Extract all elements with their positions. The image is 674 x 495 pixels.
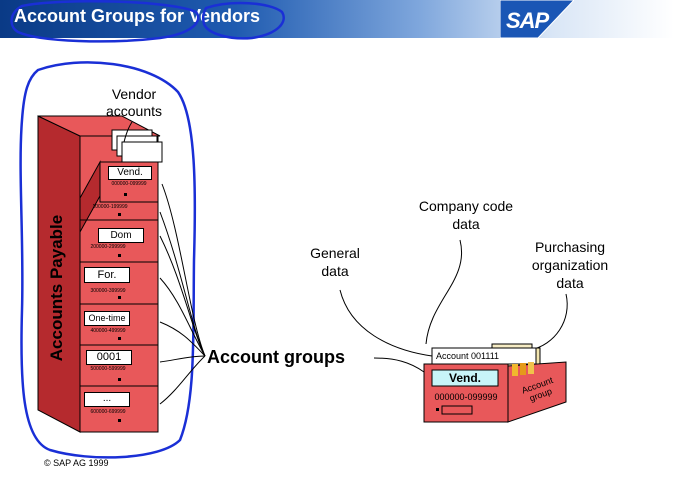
sap-logo-text: SAP — [506, 8, 549, 33]
drawer-5[interactable]: 0001 500000-599999 — [80, 345, 158, 386]
drawer-range: 500000-599999 — [90, 366, 126, 372]
drawer-6[interactable]: ... 600000-699999 — [80, 386, 158, 432]
drawer-label: 0001 — [86, 350, 132, 365]
drawer-range: 300000-399999 — [90, 288, 126, 294]
record-box — [423, 343, 567, 423]
vendor-folders — [111, 129, 163, 163]
purchasing-arrow — [529, 293, 568, 351]
record-box-range: 000000-099999 — [434, 392, 498, 402]
drawer-range: 600000-699999 — [90, 409, 126, 415]
drawer-2[interactable]: Dom 200000-299999 — [80, 220, 158, 262]
company-code-data-label: Company code data — [418, 198, 514, 232]
drawer-range: 400000-499999 — [90, 328, 126, 334]
drawer-1[interactable]: 100000-199999 — [80, 200, 158, 220]
drawer-range: 100000-199999 — [92, 204, 128, 210]
annotation-circle-title-2 — [201, 1, 285, 40]
copyright-text: SAP AG 1999 — [53, 458, 109, 468]
accounts-payable-label: Accounts Payable — [47, 214, 66, 362]
copyright: © SAP AG 1999 — [44, 458, 109, 468]
record-box-front-label: Vend. — [448, 371, 481, 385]
account-groups-label: Account groups — [207, 347, 345, 367]
drawer-label: One-time — [84, 311, 130, 326]
company-code-arrow — [425, 239, 463, 345]
drawer-dividers — [80, 219, 158, 387]
vendor-accounts-label: Vendor accounts — [105, 86, 163, 119]
blue-annotations — [10, 0, 285, 459]
drawer-label: ... — [84, 392, 130, 407]
drawer-0[interactable]: Vend. 000000-099999 — [100, 164, 158, 200]
general-data-arrow — [339, 289, 433, 357]
vendor-accounts-arrow — [123, 121, 133, 143]
drawer-4[interactable]: One-time 400000-499999 — [80, 304, 158, 345]
drawer-range: 200000-299999 — [90, 244, 126, 250]
purchasing-org-data-label: Purchasing organization data — [531, 239, 609, 291]
general-data-label: General data — [310, 245, 360, 279]
copyright-icon: © — [44, 458, 54, 468]
card-title: Account 001111 — [436, 351, 500, 361]
drawer-3[interactable]: For. 300000-399999 — [80, 262, 158, 304]
drawer-range: 000000-099999 — [111, 181, 147, 187]
annotation-circle-cabinet — [19, 61, 197, 459]
account-group-arrows — [159, 183, 206, 405]
annotation-circle-title-1 — [10, 0, 200, 43]
drawer-handles — [118, 193, 127, 422]
account-groups-to-box-arrow — [373, 357, 425, 373]
drawer-label: For. — [84, 267, 130, 283]
sap-logo — [500, 0, 574, 38]
drawer-label: Vend. — [108, 166, 152, 180]
drawer-label: Dom — [98, 228, 144, 243]
